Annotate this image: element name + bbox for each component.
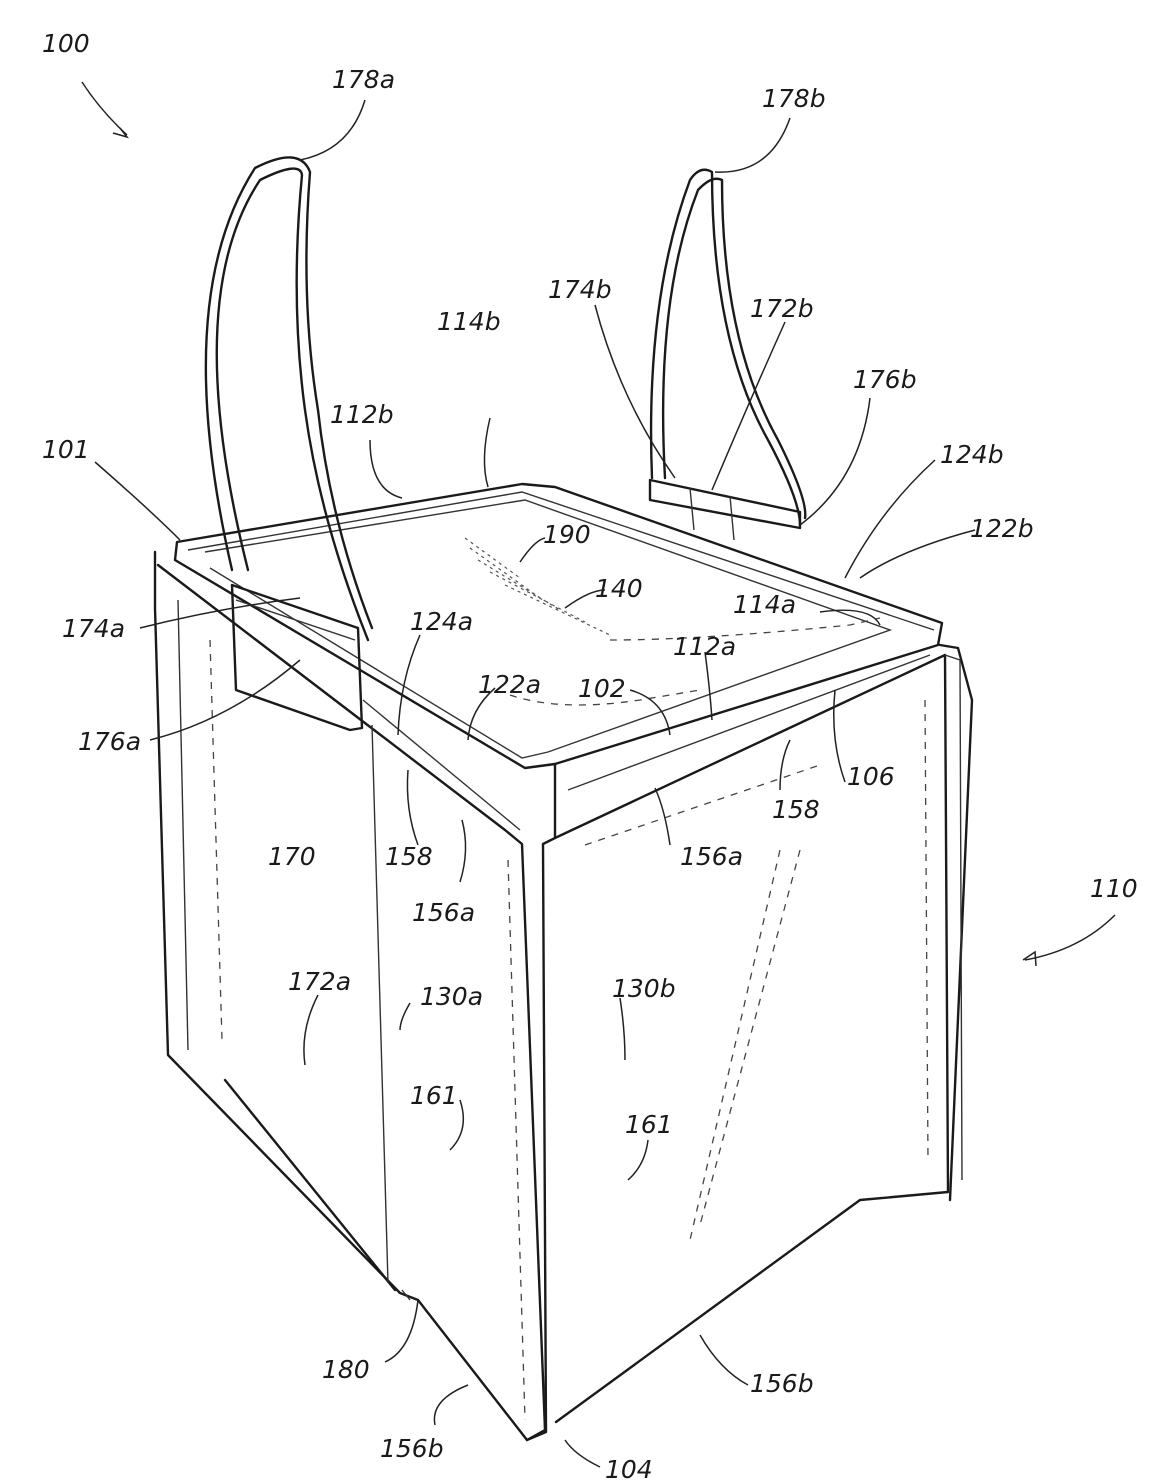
label-176a: 176a	[78, 727, 141, 756]
label-124b: 124b	[940, 440, 1004, 469]
label-122a: 122a	[478, 670, 541, 699]
label-172a: 172a	[288, 967, 351, 996]
label-104: 104	[605, 1455, 653, 1484]
label-100: 100	[42, 29, 90, 58]
label-180: 180	[322, 1355, 370, 1384]
label-114b: 114b	[437, 307, 501, 336]
label-124a: 124a	[410, 607, 473, 636]
label-190: 190	[543, 520, 591, 549]
label-158-right: 158	[772, 795, 820, 824]
label-161-right: 161	[625, 1110, 673, 1139]
reference-labels: 100 178a 178b 174b 172b 114b 176b 112b 1…	[42, 29, 1138, 1484]
label-174b: 174b	[548, 275, 612, 304]
label-158-left: 158	[385, 842, 433, 871]
label-156a-left: 156a	[412, 898, 475, 927]
handle-178a	[206, 157, 372, 730]
label-156b-left: 156b	[380, 1434, 444, 1463]
label-112a: 112a	[673, 632, 736, 661]
label-130a: 130a	[420, 982, 483, 1011]
label-172b: 172b	[750, 294, 814, 323]
label-114a: 114a	[733, 590, 796, 619]
right-side-panel	[527, 645, 972, 1440]
insulation-hatch	[465, 538, 610, 635]
label-156b-right: 156b	[750, 1369, 814, 1398]
label-161-left: 161	[410, 1081, 458, 1110]
label-170: 170	[268, 842, 316, 871]
label-106: 106	[847, 762, 895, 791]
label-174a: 174a	[62, 614, 125, 643]
label-122b: 122b	[970, 514, 1034, 543]
label-130b: 130b	[612, 974, 676, 1003]
label-112b: 112b	[330, 400, 394, 429]
label-156a-right: 156a	[680, 842, 743, 871]
label-140: 140	[595, 574, 643, 603]
label-101: 101	[42, 435, 90, 464]
label-176b: 176b	[853, 365, 917, 394]
label-110: 110	[1090, 874, 1138, 903]
handle-178b	[650, 170, 805, 540]
label-178b: 178b	[762, 84, 826, 113]
label-102: 102	[578, 674, 626, 703]
label-178a: 178a	[332, 65, 395, 94]
